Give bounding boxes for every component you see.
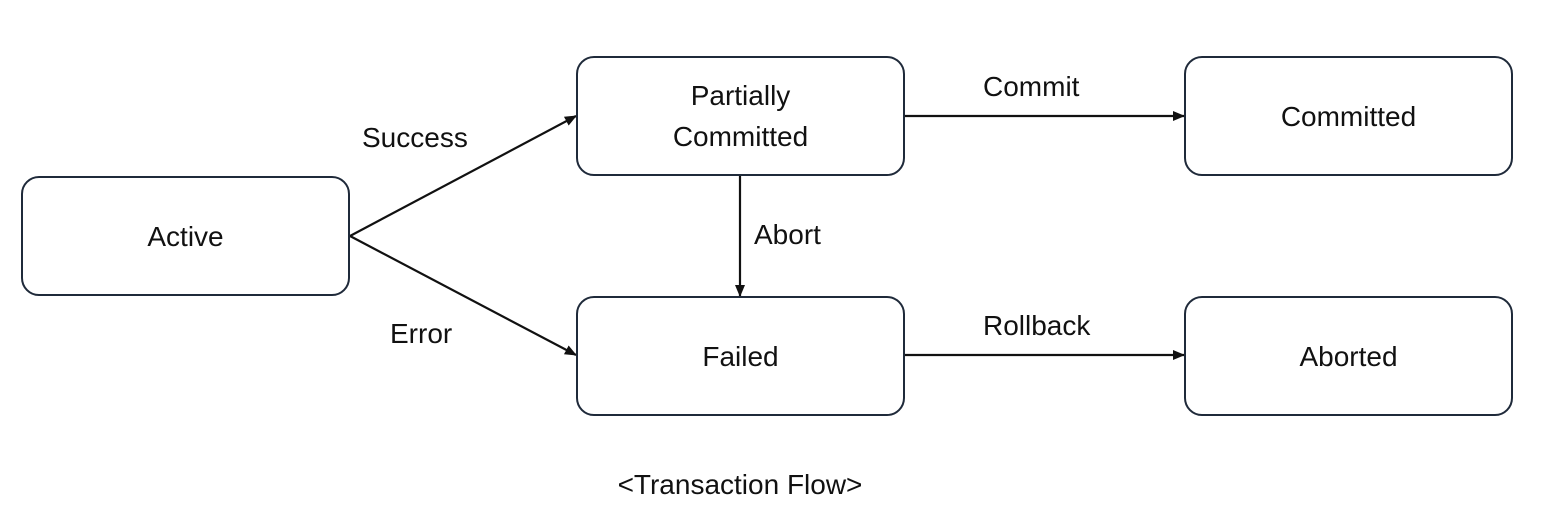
state-active-label: Active [147,220,224,252]
state-committed: Committed [1184,56,1513,176]
state-failed: Failed [576,296,905,416]
edge-label-success: Success [362,122,468,153]
state-partially-committed-label: Partially Committed [672,80,809,152]
state-committed-label: Committed [1280,100,1417,132]
edge-label-commit: Commit [983,71,1080,102]
state-aborted: Aborted [1184,296,1513,416]
state-failed-label: Failed [702,340,779,372]
state-partially-committed: Partially Committed [576,56,905,176]
state-active: Active [21,176,350,296]
arrow-active-to-failed [349,235,577,356]
edge-label-error: Error [390,318,453,349]
diagram-caption: <Transaction Flow> [617,469,863,500]
edge-label-abort: Abort [754,219,821,250]
edge-label-rollback: Rollback [983,310,1091,341]
arrow-active-to-partially-committed [349,115,577,237]
state-aborted-label: Aborted [1299,340,1398,372]
